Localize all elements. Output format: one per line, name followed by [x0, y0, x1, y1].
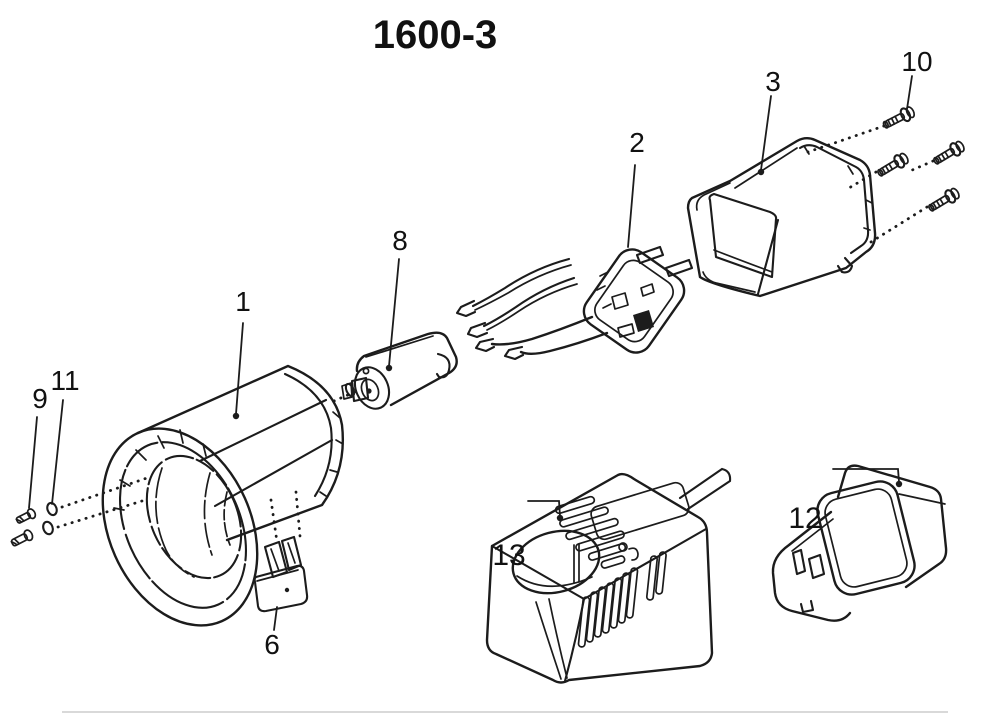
- power-cord: [678, 467, 732, 511]
- callout-11-label: 11: [50, 365, 79, 396]
- callout-1-label: 1: [235, 286, 251, 317]
- battery-terminal-slot: [791, 548, 807, 576]
- charger-top-vents: [554, 495, 627, 569]
- switch-wires: [455, 257, 609, 361]
- part-12-battery-pack: [771, 464, 948, 622]
- switch-prong: [635, 245, 665, 265]
- callout-10-label: 10: [901, 46, 932, 77]
- diagram-title: 1600-3: [373, 13, 498, 57]
- spade-terminal: [455, 299, 477, 318]
- assembly-guide-lines: [56, 124, 935, 544]
- callout-2-label: 2: [629, 127, 645, 158]
- callout-8-label: 8: [392, 225, 408, 256]
- callout-6-label: 6: [264, 629, 280, 660]
- battery-terminal-slot: [807, 553, 826, 580]
- part-8-motor: [341, 331, 458, 410]
- screw: [882, 106, 916, 129]
- part-11-washers: [42, 501, 58, 536]
- switch-prong: [664, 258, 694, 278]
- end-cap-window: [708, 192, 778, 279]
- part-10-screws: [877, 106, 965, 212]
- spade-terminal: [474, 337, 496, 353]
- part-6-terminal-connector: [253, 535, 309, 613]
- spade-terminal: [503, 345, 525, 361]
- callout-3-label: 3: [765, 66, 781, 97]
- small-screw: [10, 529, 34, 547]
- screw: [877, 152, 909, 177]
- charger-label-plate: [590, 481, 690, 541]
- callout-12-label: 12: [788, 502, 821, 535]
- part-13-battery-charger: [485, 467, 732, 684]
- part-2-switch-assembly: [455, 245, 694, 361]
- callout-9-label: 9: [32, 383, 48, 414]
- small-screw: [15, 508, 37, 524]
- charger-side-vents: [577, 551, 667, 648]
- part-1-motor-housing: [101, 364, 344, 627]
- spade-terminal: [466, 321, 489, 339]
- callout-leaders: [28, 75, 913, 631]
- screw: [933, 140, 965, 165]
- screw: [928, 187, 960, 212]
- part-3-end-cap: [686, 137, 877, 298]
- callout-13-label: 13: [492, 539, 525, 572]
- part-9-screws: [10, 508, 37, 547]
